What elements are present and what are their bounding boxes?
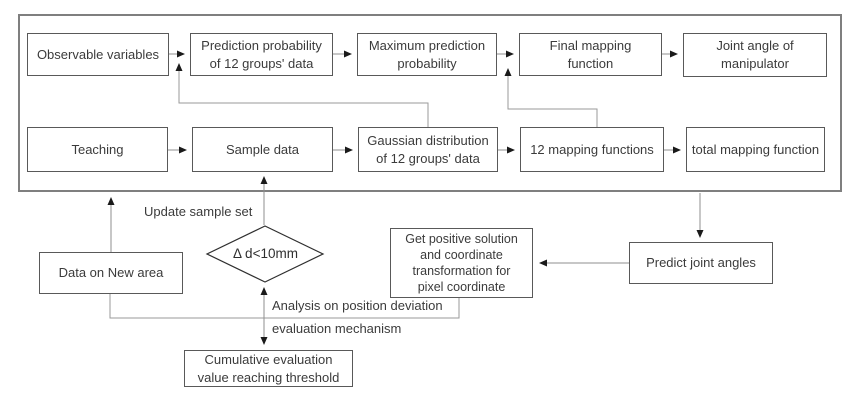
node-cumulative-evaluation: Cumulative evaluation value reaching thr… — [184, 350, 353, 387]
decision-diamond-shape — [205, 225, 325, 283]
connector-gaussian-to-prediction-feedback — [175, 63, 429, 127]
decision-delta-d-label: Δ d<10mm — [233, 246, 298, 261]
node-observable-variables: Observable variables — [27, 33, 169, 76]
node-total-mapping-function: total mapping function — [686, 127, 825, 172]
node-sample-data: Sample data — [192, 127, 333, 172]
node-final-mapping-function: Final mapping function — [519, 33, 662, 76]
node-prediction-probability: Prediction probability of 12 groups' dat… — [190, 33, 333, 76]
node-12-mapping-functions: 12 mapping functions — [520, 127, 664, 172]
node-teaching: Teaching — [27, 127, 168, 172]
edge-label-analysis-position-deviation: Analysis on position deviation — [272, 298, 443, 313]
node-maximum-prediction-probability: Maximum prediction probability — [357, 33, 497, 76]
edge-label-update-sample-set: Update sample set — [144, 204, 253, 219]
edge-label-evaluation-mechanism: evaluation mechanism — [272, 321, 402, 336]
node-gaussian-distribution: Gaussian distribution of 12 groups' data — [358, 127, 498, 172]
node-joint-angle-of-manipulator: Joint angle of manipulator — [683, 33, 827, 77]
node-data-on-new-area: Data on New area — [39, 252, 183, 294]
node-predict-joint-angles: Predict joint angles — [629, 242, 773, 284]
connector-12mapping-to-finalmap-feedback — [504, 68, 598, 127]
connector-getpositive-to-datanew-elbow — [109, 294, 460, 319]
node-get-positive-solution: Get positive solution and coordinate tra… — [390, 228, 533, 298]
